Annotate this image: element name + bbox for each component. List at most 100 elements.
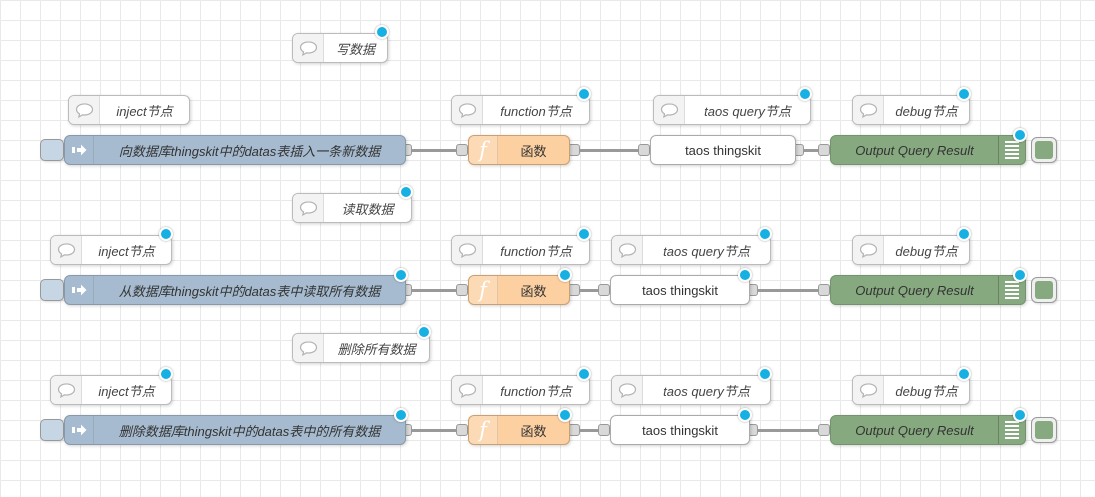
comment-node-write-data[interactable]: 写数据 xyxy=(292,33,388,63)
speech-bubble-icon xyxy=(293,194,324,222)
comment-label: inject节点 xyxy=(98,383,155,399)
italic-f-icon: f xyxy=(469,276,498,304)
comment-node-inject[interactable]: inject节点 xyxy=(50,235,172,265)
comment-label: function节点 xyxy=(500,383,572,399)
speech-bubble-icon xyxy=(853,376,884,404)
comment-label: 删除所有数据 xyxy=(337,341,416,357)
comment-label: inject节点 xyxy=(116,103,173,119)
inject-node-read-data[interactable]: 从数据库thingskit中的datas表中读取所有数据 xyxy=(64,275,406,305)
changed-indicator-dot xyxy=(1013,268,1027,282)
comment-node-inject[interactable]: inject节点 xyxy=(50,375,172,405)
speech-bubble-icon xyxy=(853,236,884,264)
debug-node-label: Output Query Result xyxy=(855,422,974,438)
comment-label: taos query节点 xyxy=(663,383,750,399)
changed-indicator-dot xyxy=(558,268,572,282)
comment-node-function[interactable]: function节点 xyxy=(451,375,590,405)
changed-indicator-dot xyxy=(738,408,752,422)
function-node[interactable]: f 函数 xyxy=(468,275,570,305)
debug-input-port[interactable] xyxy=(818,424,830,436)
taos-query-node[interactable]: taos thingskit xyxy=(610,415,750,445)
wire-taos-to-debug[interactable] xyxy=(752,289,824,292)
changed-indicator-dot xyxy=(957,227,971,241)
comment-node-function[interactable]: function节点 xyxy=(451,95,590,125)
speech-bubble-icon xyxy=(51,376,82,404)
changed-indicator-dot xyxy=(558,408,572,422)
taos-input-port[interactable] xyxy=(598,424,610,436)
debug-node-label: Output Query Result xyxy=(855,282,974,298)
comment-label: 写数据 xyxy=(335,41,375,57)
taos-input-port[interactable] xyxy=(598,284,610,296)
taos-node-label: taos thingskit xyxy=(685,142,761,158)
comment-node-taos-query[interactable]: taos query节点 xyxy=(611,235,771,265)
changed-indicator-dot xyxy=(394,408,408,422)
debug-node[interactable]: Output Query Result xyxy=(830,275,1026,305)
comment-node-debug[interactable]: debug节点 xyxy=(852,235,970,265)
comment-label: debug节点 xyxy=(895,383,958,399)
debug-enable-toggle[interactable] xyxy=(1031,277,1057,303)
comment-label: debug节点 xyxy=(895,103,958,119)
comment-label: inject节点 xyxy=(98,243,155,259)
taos-query-node[interactable]: taos thingskit xyxy=(650,135,796,165)
inject-trigger-button[interactable] xyxy=(40,279,64,301)
speech-bubble-icon xyxy=(452,96,483,124)
comment-node-debug[interactable]: debug节点 xyxy=(852,375,970,405)
inject-trigger-button[interactable] xyxy=(40,419,64,441)
changed-indicator-dot xyxy=(399,185,413,199)
wire-inject-to-function[interactable] xyxy=(406,149,462,152)
function-node-label: 函数 xyxy=(520,423,547,439)
arrow-right-icon xyxy=(65,136,94,164)
function-input-port[interactable] xyxy=(456,284,468,296)
changed-indicator-dot xyxy=(417,325,431,339)
debug-enable-toggle[interactable] xyxy=(1031,137,1057,163)
speech-bubble-icon xyxy=(612,236,643,264)
wire-function-to-taos[interactable] xyxy=(574,289,604,292)
speech-bubble-icon xyxy=(293,334,324,362)
comment-node-delete-all-data[interactable]: 删除所有数据 xyxy=(292,333,430,363)
comment-node-function[interactable]: function节点 xyxy=(451,235,590,265)
function-node[interactable]: f 函数 xyxy=(468,135,570,165)
comment-node-taos-query[interactable]: taos query节点 xyxy=(611,375,771,405)
inject-node-label: 删除数据库thingskit中的datas表中的所有数据 xyxy=(118,423,381,439)
speech-bubble-icon xyxy=(69,96,100,124)
debug-input-port[interactable] xyxy=(818,284,830,296)
wire-function-to-taos[interactable] xyxy=(574,149,644,152)
arrow-right-icon xyxy=(65,416,94,444)
function-node[interactable]: f 函数 xyxy=(468,415,570,445)
comment-node-debug[interactable]: debug节点 xyxy=(852,95,970,125)
changed-indicator-dot xyxy=(1013,408,1027,422)
changed-indicator-dot xyxy=(798,87,812,101)
wire-taos-to-debug[interactable] xyxy=(798,149,824,152)
function-input-port[interactable] xyxy=(456,424,468,436)
debug-input-port[interactable] xyxy=(818,144,830,156)
taos-node-label: taos thingskit xyxy=(642,422,718,438)
changed-indicator-dot xyxy=(577,87,591,101)
function-input-port[interactable] xyxy=(456,144,468,156)
function-node-label: 函数 xyxy=(520,143,547,159)
inject-node-delete-data[interactable]: 删除数据库thingskit中的datas表中的所有数据 xyxy=(64,415,406,445)
wire-function-to-taos[interactable] xyxy=(574,429,604,432)
speech-bubble-icon xyxy=(853,96,884,124)
debug-enable-toggle[interactable] xyxy=(1031,417,1057,443)
changed-indicator-dot xyxy=(159,367,173,381)
changed-indicator-dot xyxy=(577,227,591,241)
wire-taos-to-debug[interactable] xyxy=(752,429,824,432)
changed-indicator-dot xyxy=(375,25,389,39)
inject-node-insert-data[interactable]: 向数据库thingskit中的datas表插入一条新数据 xyxy=(64,135,406,165)
taos-input-port[interactable] xyxy=(638,144,650,156)
comment-label: taos query节点 xyxy=(663,243,750,259)
taos-query-node[interactable]: taos thingskit xyxy=(610,275,750,305)
comment-label: debug节点 xyxy=(895,243,958,259)
debug-node[interactable]: Output Query Result xyxy=(830,135,1026,165)
changed-indicator-dot xyxy=(159,227,173,241)
comment-node-taos-query[interactable]: taos query节点 xyxy=(653,95,811,125)
wire-inject-to-function[interactable] xyxy=(406,429,462,432)
comment-node-read-data[interactable]: 读取数据 xyxy=(292,193,412,223)
debug-node[interactable]: Output Query Result xyxy=(830,415,1026,445)
debug-node-label: Output Query Result xyxy=(855,142,974,158)
comment-node-inject[interactable]: inject节点 xyxy=(68,95,190,125)
inject-trigger-button[interactable] xyxy=(40,139,64,161)
taos-node-label: taos thingskit xyxy=(642,282,718,298)
wire-inject-to-function[interactable] xyxy=(406,289,462,292)
italic-f-icon: f xyxy=(469,136,498,164)
